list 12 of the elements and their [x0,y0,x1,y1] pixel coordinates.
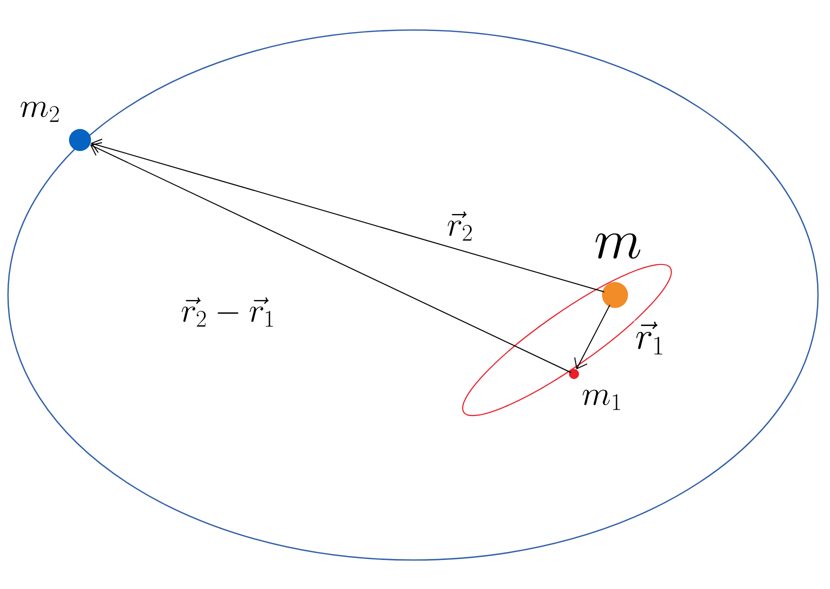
vector-arrow [574,304,610,370]
mass-dot [569,369,579,379]
mass-label: $m$ [596,233,640,259]
mass-label: $m_2$ [20,102,59,122]
vector-label: $\vec r_2 - \vec r_1$ [182,297,273,327]
vector-label: $\vec r_1$ [634,320,666,356]
vector-label: $\vec r_2$ [446,210,474,242]
mass-label: $m_1$ [582,390,620,410]
vector-arrow [90,142,572,374]
mass-dot [69,129,91,151]
mass-dot [602,282,628,308]
vector-arrow [90,138,605,292]
